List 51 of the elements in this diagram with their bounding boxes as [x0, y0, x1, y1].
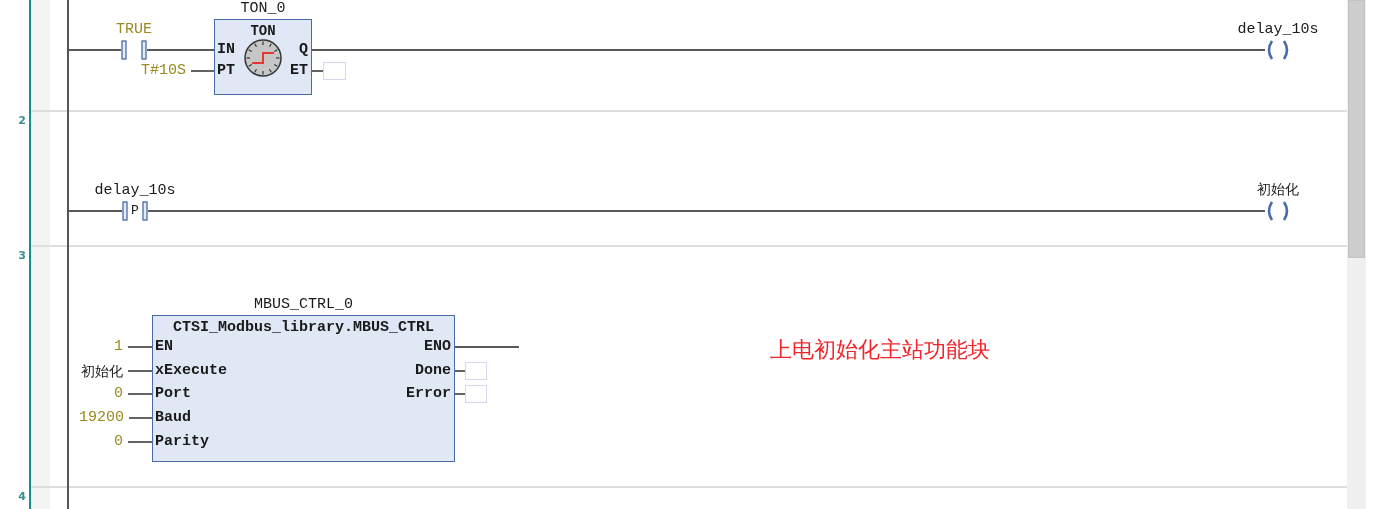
block-type-title: CTSI_Modbus_library.MBUS_CTRL	[173, 319, 434, 337]
rung-number: 2	[18, 114, 26, 128]
input-pin-label: IN	[217, 41, 235, 59]
wire	[311, 49, 1266, 51]
input-pin-label: Parity	[155, 433, 209, 451]
wire	[128, 417, 153, 419]
input-pin-label: EN	[155, 338, 173, 356]
output-pin-label: ENO	[424, 338, 451, 356]
output-pin-label: Done	[415, 362, 451, 380]
wire	[311, 70, 324, 72]
wire	[127, 441, 153, 443]
constant-value: 19200	[79, 409, 124, 427]
constant-value: TRUE	[116, 21, 152, 39]
function-block	[152, 315, 455, 462]
output-pin-label: ET	[290, 62, 308, 80]
instance-name: MBUS_CTRL_0	[254, 296, 353, 314]
variable-label: 初始化	[1257, 180, 1299, 198]
output-pin-label: Error	[406, 385, 451, 403]
function-block	[214, 19, 312, 95]
contact-mode-label: P	[131, 202, 139, 220]
variable-label: 初始化	[81, 362, 123, 380]
wire	[68, 49, 122, 51]
instance-name: TON_0	[240, 0, 286, 18]
input-pin-label: Baud	[155, 409, 191, 427]
wire	[127, 346, 153, 348]
output-field	[465, 385, 487, 403]
constant-value: 0	[114, 385, 123, 403]
output-pin-label: Q	[299, 41, 308, 59]
rung-number: 3	[18, 249, 26, 263]
constant-value: 1	[114, 338, 123, 356]
rung-number: 4	[18, 490, 26, 504]
wire	[454, 346, 520, 348]
wire	[127, 370, 153, 372]
input-pin-label: PT	[217, 62, 235, 80]
constant-value: T#10S	[141, 62, 186, 80]
input-pin-label: xExecute	[155, 362, 227, 380]
input-pin-label: Port	[155, 385, 191, 403]
wire	[68, 210, 123, 212]
wire	[127, 393, 153, 395]
wire	[454, 393, 466, 395]
wire	[454, 370, 466, 372]
constant-value: 0	[114, 433, 123, 451]
wire	[147, 210, 1266, 212]
block-type-title: TON	[250, 22, 276, 40]
wire	[146, 49, 215, 51]
variable-label: delay_10s	[1237, 21, 1319, 39]
output-field	[323, 62, 346, 80]
comment-text: 上电初始化主站功能块	[770, 336, 990, 364]
output-field	[465, 362, 487, 380]
wire	[190, 70, 215, 72]
variable-label: delay_10s	[94, 182, 176, 200]
